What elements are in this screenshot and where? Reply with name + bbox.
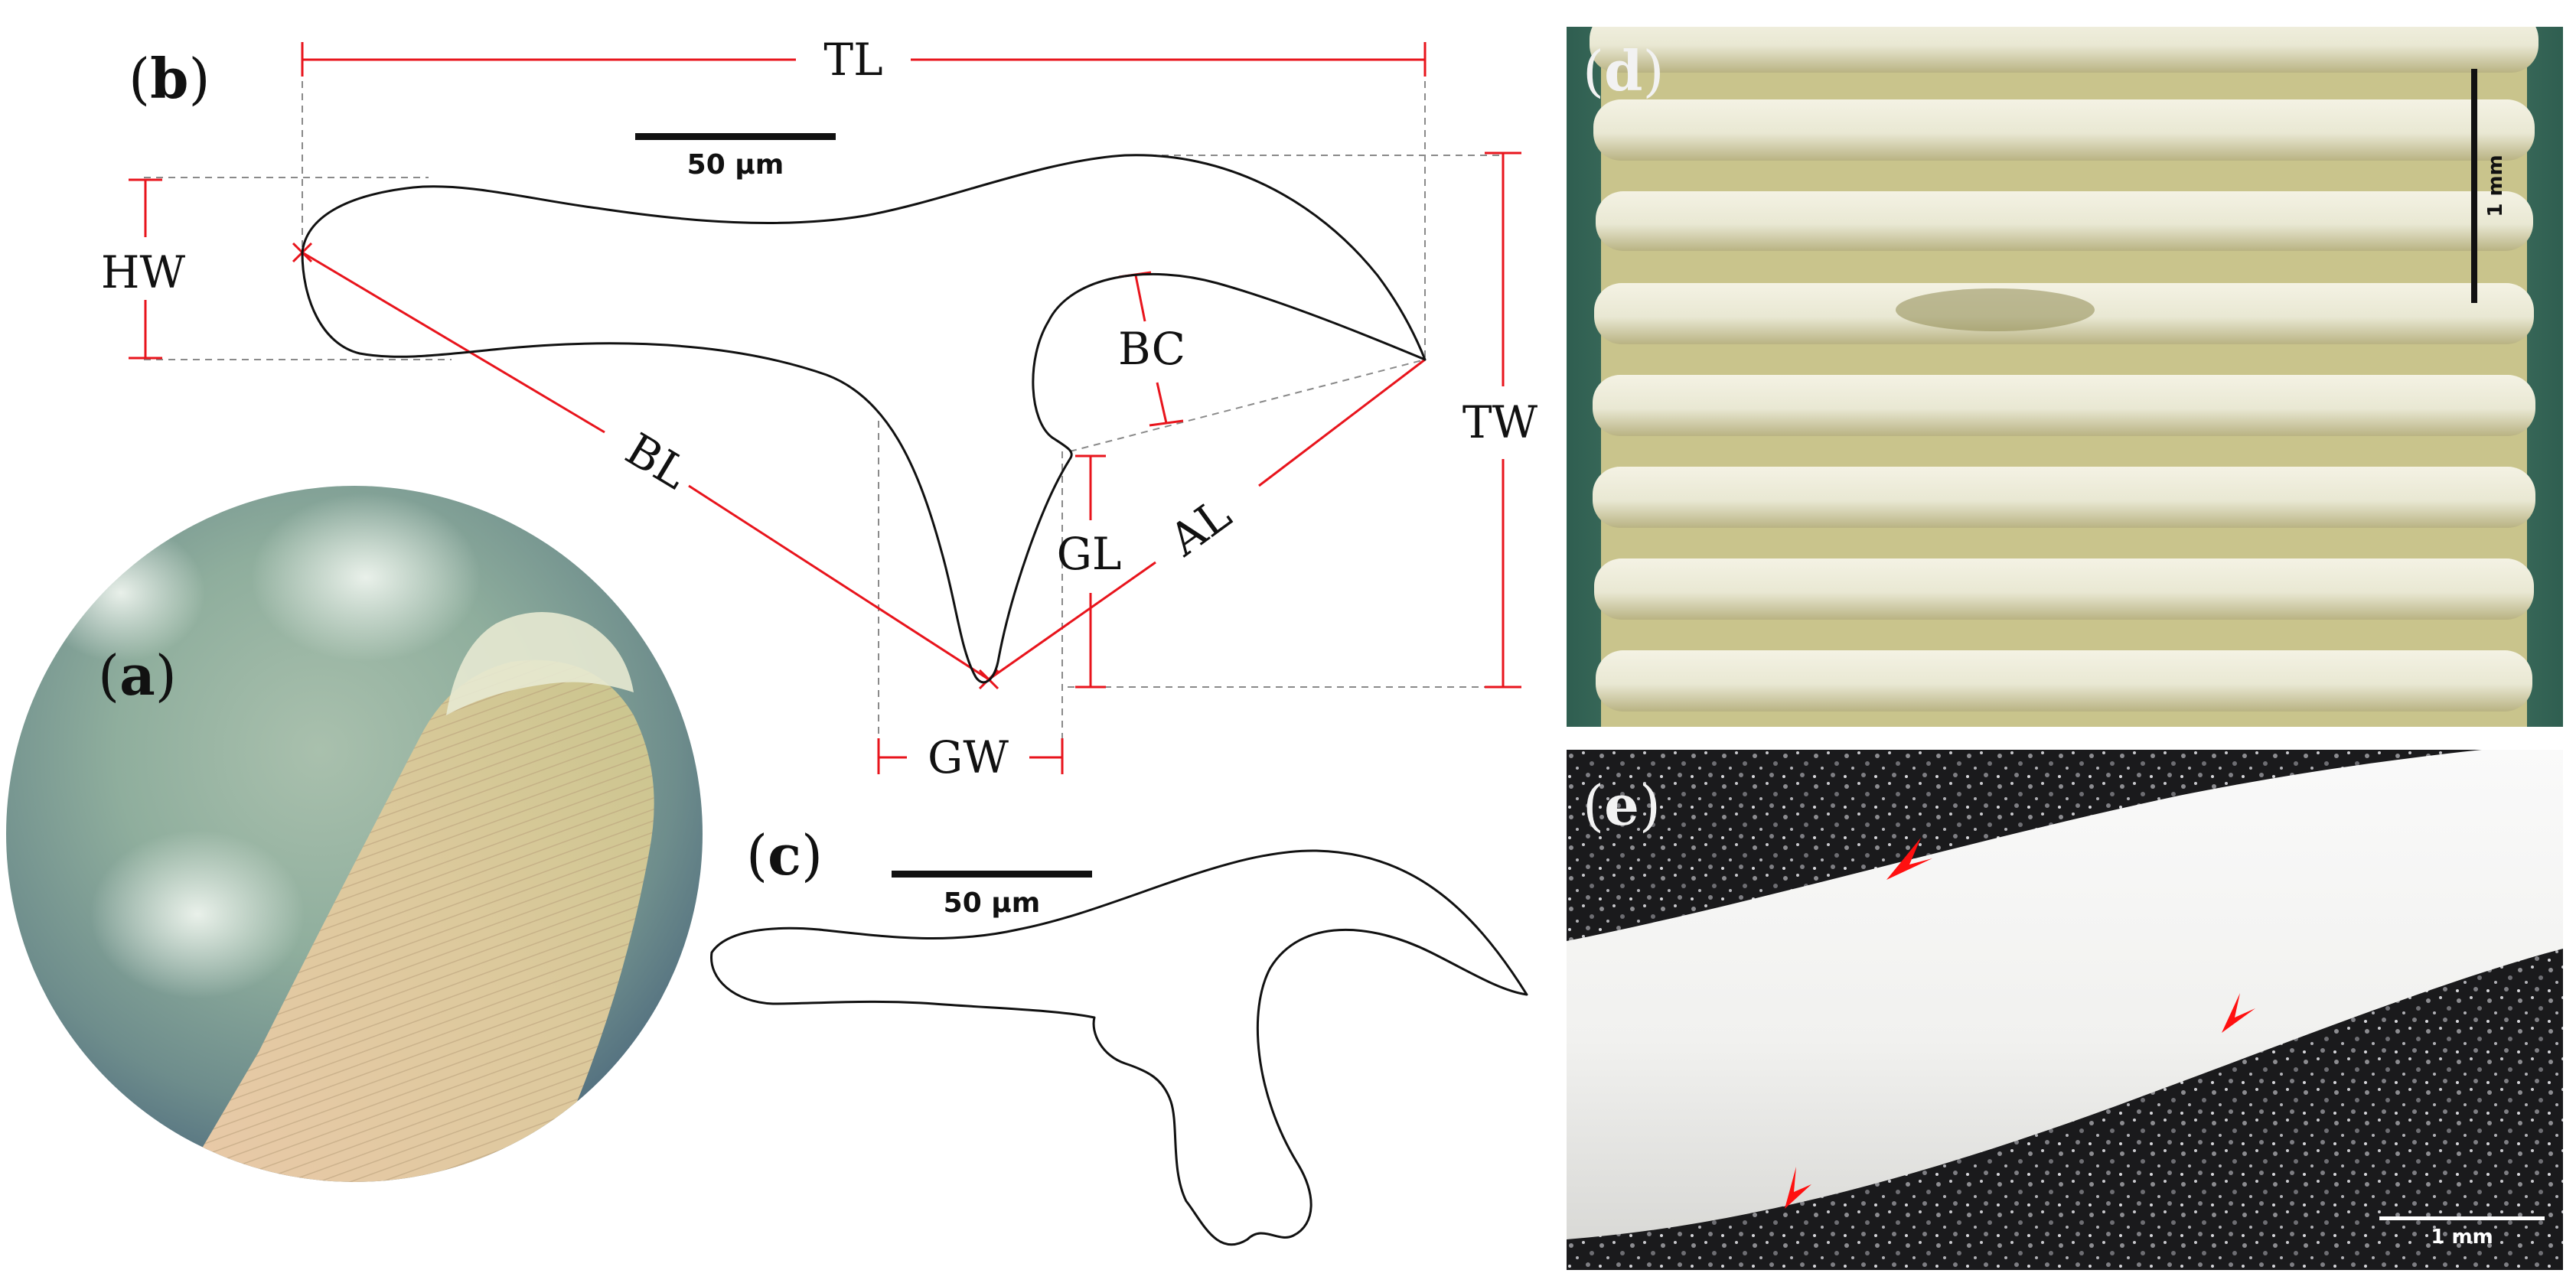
panel-label-c: (c) <box>746 822 823 887</box>
panel-e-photo: 1 mm <box>1567 750 2563 1270</box>
label-AL: AL <box>1159 488 1241 567</box>
panel-d-scene: 1 mm <box>1567 27 2563 727</box>
panel-e-scene: 1 mm <box>1567 750 2563 1270</box>
label-BC: BC <box>1118 323 1185 375</box>
label-BL: BL <box>617 423 697 500</box>
scale-bar-e-label: 1 mm <box>2431 1226 2493 1249</box>
anchor-outline-c <box>710 849 1528 1246</box>
label-GW: GW <box>928 731 1009 783</box>
anchor-outline-b <box>301 154 1427 684</box>
specimen-body <box>1567 750 2563 1239</box>
arrowhead-marker <box>2222 993 2255 1033</box>
arrowhead-markers <box>1785 838 2255 1209</box>
panel-label-b: (b) <box>129 46 210 111</box>
arrowhead-marker <box>1785 1167 1811 1209</box>
panel-label-a: (a) <box>98 643 177 708</box>
scale-bar-d <box>2471 69 2477 303</box>
panel-label-e: (e) <box>1583 773 1661 838</box>
label-GL: GL <box>1057 528 1122 580</box>
panel-d-photo: 1 mm <box>1567 27 2563 727</box>
arrowhead-marker <box>1886 838 1932 880</box>
scale-bar-c-label: 50 µm <box>944 887 1041 919</box>
scale-bar-e <box>2379 1216 2545 1220</box>
label-TL: TL <box>823 34 882 86</box>
specimen-segments <box>1590 27 2539 712</box>
label-TW: TW <box>1462 396 1538 448</box>
light-reflection <box>251 493 481 662</box>
scale-bar-b-label: 50 µm <box>687 149 784 181</box>
specimen-haptor <box>446 612 634 715</box>
guide-lines <box>144 69 1504 765</box>
measurement-lines <box>129 42 1521 774</box>
light-reflection <box>90 830 305 998</box>
panel-label-d: (d) <box>1583 38 1665 103</box>
label-HW: HW <box>101 246 186 298</box>
scale-bar-b <box>635 133 836 140</box>
scale-bar-c <box>892 871 1092 878</box>
scale-bar-d-label: 1 mm <box>2484 155 2507 217</box>
panel-b-c-diagram: 50 µm 50 µm TL HW BC TW GL GW BL AL <box>101 34 1538 1246</box>
